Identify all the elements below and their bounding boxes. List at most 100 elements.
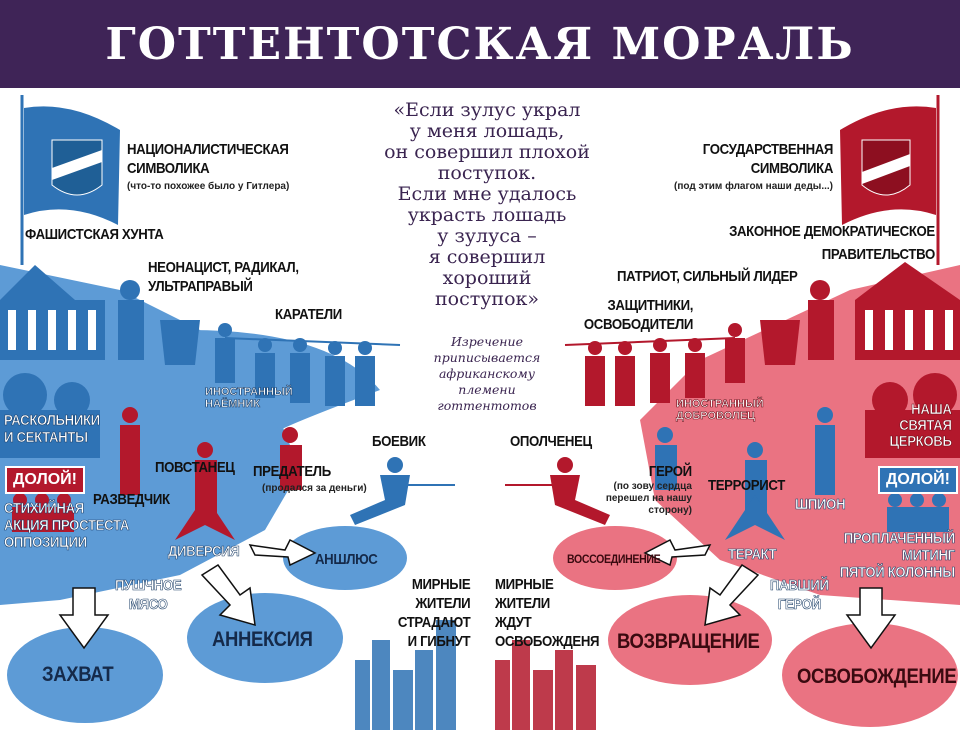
right-symbol-label: ГОСУДАРСТВЕННАЯ СИМВОЛИКА <box>702 140 834 178</box>
right-sabotage-label: ТЕРАКТ <box>728 546 777 564</box>
quote-text: «Если зулус украл у меня лошадь, он сове… <box>347 100 627 310</box>
right-church <box>865 373 960 458</box>
quote-line: «Если зулус украл <box>393 99 581 121</box>
label-line: ПАВШИЙ <box>770 577 830 595</box>
left-fighter-figure <box>350 457 455 525</box>
right-fighter-figure <box>505 457 610 525</box>
label-line: РАСКОЛЬНИКИ <box>4 412 101 430</box>
right-leader-figure <box>760 280 834 365</box>
left-government-building <box>0 265 105 360</box>
label-line: ОСВОБОЖДЕНЯ <box>495 633 600 650</box>
left-sabotage-label: ДИВЕРСИЯ <box>168 543 240 561</box>
right-troops-label: ЗАЩИТНИКИ, ОСВОБОДИТЕЛИ <box>584 296 693 334</box>
right-spy-label: ШПИОН <box>795 496 846 514</box>
right-spy-figure <box>815 407 835 495</box>
label-line: ГОСУДАРСТВЕННАЯ <box>702 141 834 158</box>
left-fighter-label: БОЕВИК <box>372 433 426 450</box>
label-line: МЯСО <box>128 596 168 614</box>
quote-line: поступок» <box>434 288 540 310</box>
label-line: ЗАЩИТНИКИ, <box>607 297 693 314</box>
arrow-to-liberation <box>845 587 897 650</box>
right-terrorist-figure <box>725 442 785 540</box>
right-government-building <box>855 262 960 360</box>
right-terrorist-label: ТЕРРОРИСТ <box>708 477 785 494</box>
right-symbol-note: (под этим флагом наши деды...) <box>673 181 833 192</box>
left-ruined-city <box>355 620 456 730</box>
left-protest-sign: ДОЛОЙ! <box>5 466 85 494</box>
left-protesters <box>12 493 74 532</box>
label-line: ЦЕРКОВЬ <box>889 433 953 450</box>
left-rebel-figure <box>175 442 235 540</box>
left-symbol-note: (что-то похожее было у Гитлера) <box>127 181 290 192</box>
quote-line: у меня лошадь, <box>409 120 565 142</box>
label-line: ГЕРОЙ <box>777 596 822 614</box>
quote-attribution: Изречение приписывается африканскому пле… <box>407 334 567 414</box>
left-troops-label: КАРАТЕЛИ <box>275 306 342 323</box>
arrow-to-anschluss <box>248 538 317 567</box>
left-rebel-label: ПОВСТАНЕЦ <box>155 459 235 476</box>
page-title: ГОТТЕНТОТСКАЯ МОРАЛЬ <box>105 18 855 70</box>
quote-line: он совершил плохой <box>384 141 590 163</box>
header-banner: ГОТТЕНТОТСКАЯ МОРАЛЬ <box>0 0 960 88</box>
label-line: сторону) <box>648 505 692 516</box>
annexation-label: АННЕКСИЯ <box>212 628 313 651</box>
label-line: СТИХИЙНАЯ <box>4 500 85 518</box>
label-line: НАЁМНИК <box>205 398 261 411</box>
label-line: НАЦИОНАЛИСТИЧЕСКАЯ <box>127 141 289 158</box>
label-line: ИНОСТРАННЫЙ <box>676 398 764 411</box>
right-government-label: ЗАКОННОЕ ДЕМОКРАТИЧЕСКОЕ ПРАВИТЕЛЬСТВО <box>729 220 935 266</box>
arrow-to-return <box>704 563 760 627</box>
left-spy-figure <box>120 407 140 495</box>
left-soldiers <box>215 323 401 406</box>
right-ruined-city <box>495 640 596 730</box>
label-line: СТРАДАЮТ <box>397 614 471 631</box>
right-soldiers <box>564 323 745 406</box>
label-line: ПРОПЛАЧЕННЫЙ <box>843 530 956 548</box>
arrow-to-capture <box>58 587 110 650</box>
label-line: И ГИБНУТ <box>407 633 470 650</box>
anschluss-label: АНШЛЮС <box>315 551 378 568</box>
attribution-line: африканскому <box>438 366 536 381</box>
label-line: МИТИНГ <box>902 547 956 565</box>
label-line: ЖИТЕЛИ <box>495 595 550 612</box>
label-line: И СЕКТАНТЫ <box>4 429 89 447</box>
label-line: НЕОНАЦИСТ, РАДИКАЛ, <box>148 259 299 276</box>
label-line: ПРАВИТЕЛЬСТВО <box>821 246 935 263</box>
label-line: СИМВОЛИКА <box>750 160 834 177</box>
label-line: (по зову сердца <box>613 481 693 492</box>
right-hero-label: ГЕРОЙ <box>649 463 692 480</box>
liberation-ellipse <box>782 623 958 727</box>
left-leader-label: НЕОНАЦИСТ, РАДИКАЛ, УЛЬТРАПРАВЫЙ <box>148 258 299 296</box>
label-line: ПЯТОЙ КОЛОННЫ <box>839 564 956 582</box>
right-hero-figure <box>655 427 677 490</box>
liberation-label: ОСВОБОЖДЕНИЕ <box>797 665 957 688</box>
right-fighter-label: ОПОЛЧЕНЕЦ <box>510 433 592 450</box>
label-line: УЛЬТРАПРАВЫЙ <box>148 278 253 295</box>
label-line: ОСВОБОДИТЕЛИ <box>583 316 693 333</box>
left-church <box>0 373 100 458</box>
label-line: ЖИТЕЛИ <box>415 595 470 612</box>
left-spy-label: РАЗВЕДЧИК <box>93 491 170 508</box>
label-line: ЗАКОННОЕ ДЕМОКРАТИЧЕСКОЕ <box>729 223 935 240</box>
label-line: ЖДУТ <box>495 614 532 631</box>
label-line: ИНОСТРАННЫЙ <box>205 386 293 399</box>
arrows <box>58 538 897 650</box>
reunification-label: ВОССОЕДИНЕНИЕ <box>567 552 661 566</box>
label-line: СИМВОЛИКА <box>127 160 210 177</box>
attribution-line: Изречение <box>451 334 523 349</box>
quote-line: я совершил <box>428 246 546 268</box>
attribution-line: племени <box>458 382 516 397</box>
left-traitor-figure <box>280 427 302 490</box>
label-line: МИРНЫЕ <box>495 576 554 593</box>
capture-ellipse <box>7 627 163 723</box>
quote-line: хороший <box>442 267 532 289</box>
right-protesters <box>887 493 949 532</box>
